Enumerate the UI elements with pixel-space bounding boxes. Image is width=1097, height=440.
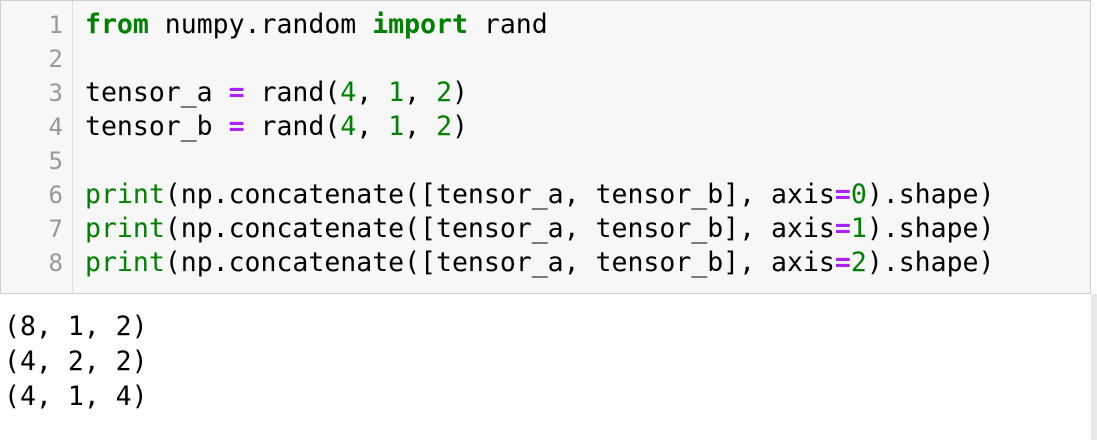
call-text: rand( bbox=[244, 77, 341, 108]
number-literal: 4 bbox=[340, 77, 357, 108]
imported-name: rand bbox=[467, 9, 548, 40]
code-line-8: print(np.concatenate([tensor_a, tensor_b… bbox=[85, 246, 994, 280]
keyword-from: from bbox=[85, 9, 149, 40]
line-number: 6 bbox=[48, 181, 63, 209]
line-number: 4 bbox=[48, 113, 63, 141]
close-paren: ) bbox=[452, 77, 469, 108]
output-line: (8, 1, 2) bbox=[4, 311, 148, 342]
line-number: 1 bbox=[48, 11, 63, 39]
call-text: rand( bbox=[244, 111, 341, 142]
keyword-import: import bbox=[372, 9, 468, 40]
line-number: 7 bbox=[48, 215, 63, 243]
output-line: (4, 2, 2) bbox=[4, 346, 148, 377]
code-line-1: from numpy.random import rand bbox=[85, 8, 548, 42]
code-line-6: print(np.concatenate([tensor_a, tensor_b… bbox=[85, 178, 994, 212]
code-line-7: print(np.concatenate([tensor_a, tensor_b… bbox=[85, 212, 994, 246]
line-number: 2 bbox=[48, 45, 63, 73]
cell-output-area: (8, 1, 2) (4, 2, 2) (4, 1, 4) bbox=[0, 294, 1097, 440]
call-text: (np.concatenate([tensor_a, tensor_b], ax… bbox=[164, 247, 835, 278]
number-literal: 1 bbox=[388, 111, 405, 142]
assign-operator: = bbox=[228, 111, 245, 142]
code-input-area[interactable]: 1 2 3 4 5 6 7 8 from numpy.random import… bbox=[0, 0, 1091, 294]
call-tail: ).shape) bbox=[866, 213, 995, 244]
separator: , bbox=[404, 77, 437, 108]
builtin-print: print bbox=[85, 247, 165, 278]
line-number: 8 bbox=[48, 249, 63, 277]
separator: , bbox=[356, 77, 389, 108]
output-scrollbar[interactable] bbox=[1091, 294, 1097, 440]
assign-operator: = bbox=[834, 213, 851, 244]
number-literal: 2 bbox=[436, 111, 453, 142]
assign-operator: = bbox=[834, 247, 851, 278]
variable-name: tensor_b bbox=[85, 111, 229, 142]
assign-operator: = bbox=[228, 77, 245, 108]
number-literal: 0 bbox=[850, 179, 867, 210]
line-number: 5 bbox=[48, 147, 63, 175]
module-name: numpy.random bbox=[148, 9, 373, 40]
separator: , bbox=[404, 111, 437, 142]
call-text: (np.concatenate([tensor_a, tensor_b], ax… bbox=[164, 213, 835, 244]
line-number-gutter: 1 2 3 4 5 6 7 8 bbox=[1, 1, 73, 293]
number-literal: 1 bbox=[850, 213, 867, 244]
number-literal: 2 bbox=[436, 77, 453, 108]
variable-name: tensor_a bbox=[85, 77, 229, 108]
line-number: 3 bbox=[48, 79, 63, 107]
separator: , bbox=[356, 111, 389, 142]
builtin-print: print bbox=[85, 213, 165, 244]
builtin-print: print bbox=[85, 179, 165, 210]
code-line-4: tensor_b = rand(4, 1, 2) bbox=[85, 110, 468, 144]
number-literal: 2 bbox=[850, 247, 867, 278]
code-line-3: tensor_a = rand(4, 1, 2) bbox=[85, 76, 468, 110]
close-paren: ) bbox=[452, 111, 469, 142]
number-literal: 1 bbox=[388, 77, 405, 108]
call-tail: ).shape) bbox=[866, 247, 995, 278]
call-tail: ).shape) bbox=[866, 179, 995, 210]
assign-operator: = bbox=[834, 179, 851, 210]
number-literal: 4 bbox=[340, 111, 357, 142]
call-text: (np.concatenate([tensor_a, tensor_b], ax… bbox=[164, 179, 835, 210]
output-line: (4, 1, 4) bbox=[4, 381, 148, 412]
